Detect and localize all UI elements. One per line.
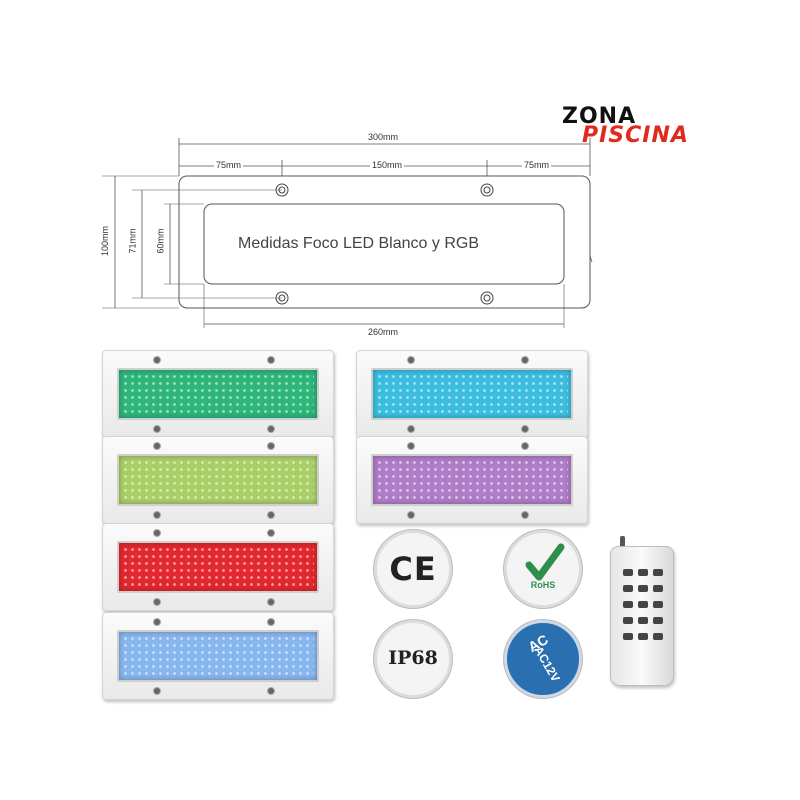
ce-mark-icon: CE — [374, 530, 452, 608]
screw-icon — [267, 425, 275, 433]
remote-key — [638, 569, 648, 576]
screw-icon — [153, 618, 161, 626]
dim-total-width: 300mm — [368, 132, 399, 142]
screw-icon — [521, 425, 529, 433]
ac12v-icon: AC AC12V — [504, 620, 582, 698]
screw-icon — [521, 511, 529, 519]
led-panel-purple — [356, 436, 588, 524]
remote-key — [653, 633, 663, 640]
screw-icon — [153, 356, 161, 364]
screw-icon — [521, 356, 529, 364]
dim-mid-height: 71mm — [127, 228, 138, 254]
led-panel-green — [102, 350, 334, 438]
remote-key — [638, 633, 648, 640]
drawing-caption: Medidas Foco LED Blanco y RGB — [238, 235, 479, 252]
ip68-label: IP68 — [388, 647, 438, 669]
screw-icon — [153, 425, 161, 433]
logo-line-1: ZONA — [562, 104, 637, 129]
logo-line-2: PISCINA — [582, 123, 689, 148]
remote-key — [638, 585, 648, 592]
rohs-label: RoHS — [530, 580, 556, 590]
led-panel-red — [102, 523, 334, 611]
screw-icon — [267, 529, 275, 537]
remote-antenna — [620, 536, 625, 550]
remote-key — [623, 617, 633, 624]
remote-key — [623, 569, 633, 576]
remote-key — [653, 601, 663, 608]
remote-control-icon — [610, 536, 674, 686]
screw-icon — [267, 687, 275, 695]
led-panel-yellow-green — [102, 436, 334, 524]
led-panel-light-blue — [102, 612, 334, 700]
dim-total-height: 100mm — [100, 225, 111, 257]
led-panel-light — [371, 368, 573, 420]
ip68-icon: IP68 — [374, 620, 452, 698]
remote-key — [638, 617, 648, 624]
remote-body — [610, 546, 674, 686]
ce-label: CE — [389, 550, 437, 588]
screw-icon — [407, 511, 415, 519]
screw-icon — [267, 356, 275, 364]
led-panel-light — [117, 454, 319, 506]
remote-key — [638, 601, 648, 608]
screw-icon — [267, 618, 275, 626]
dim-mid-segment: 150mm — [370, 160, 405, 170]
dim-left-segment: 75mm — [214, 160, 244, 170]
remote-key — [653, 617, 663, 624]
screw-icon — [153, 442, 161, 450]
check-mark-icon — [525, 543, 565, 581]
screw-icon — [153, 511, 161, 519]
led-panel-light — [371, 454, 573, 506]
zona-piscina-logo: ZONA PISCINA — [556, 104, 701, 148]
screw-icon — [407, 425, 415, 433]
dim-right-segment: 75mm — [522, 160, 552, 170]
screw-icon — [153, 598, 161, 606]
led-panel-cyan — [356, 350, 588, 438]
rohs-check-icon: RoHS — [504, 530, 582, 608]
remote-key — [653, 585, 663, 592]
remote-key — [653, 569, 663, 576]
led-panel-light — [117, 541, 319, 593]
screw-icon — [267, 511, 275, 519]
screw-icon — [267, 442, 275, 450]
dimension-lines — [102, 138, 593, 328]
led-panel-light — [117, 630, 319, 682]
dim-inner-height: 60mm — [155, 228, 166, 254]
screw-icon — [153, 687, 161, 695]
screw-icon — [153, 529, 161, 537]
screw-icon — [267, 598, 275, 606]
remote-key — [623, 633, 633, 640]
screw-icon — [407, 356, 415, 364]
remote-key — [623, 585, 633, 592]
screw-icon — [521, 442, 529, 450]
dimension-drawing: 300mm 75mm 150mm 75mm 260mm 100mm 71mm 6… — [92, 128, 612, 338]
dim-inner-width: 260mm — [368, 327, 399, 337]
led-panel-light — [117, 368, 319, 420]
screw-icon — [407, 442, 415, 450]
remote-key — [623, 601, 633, 608]
